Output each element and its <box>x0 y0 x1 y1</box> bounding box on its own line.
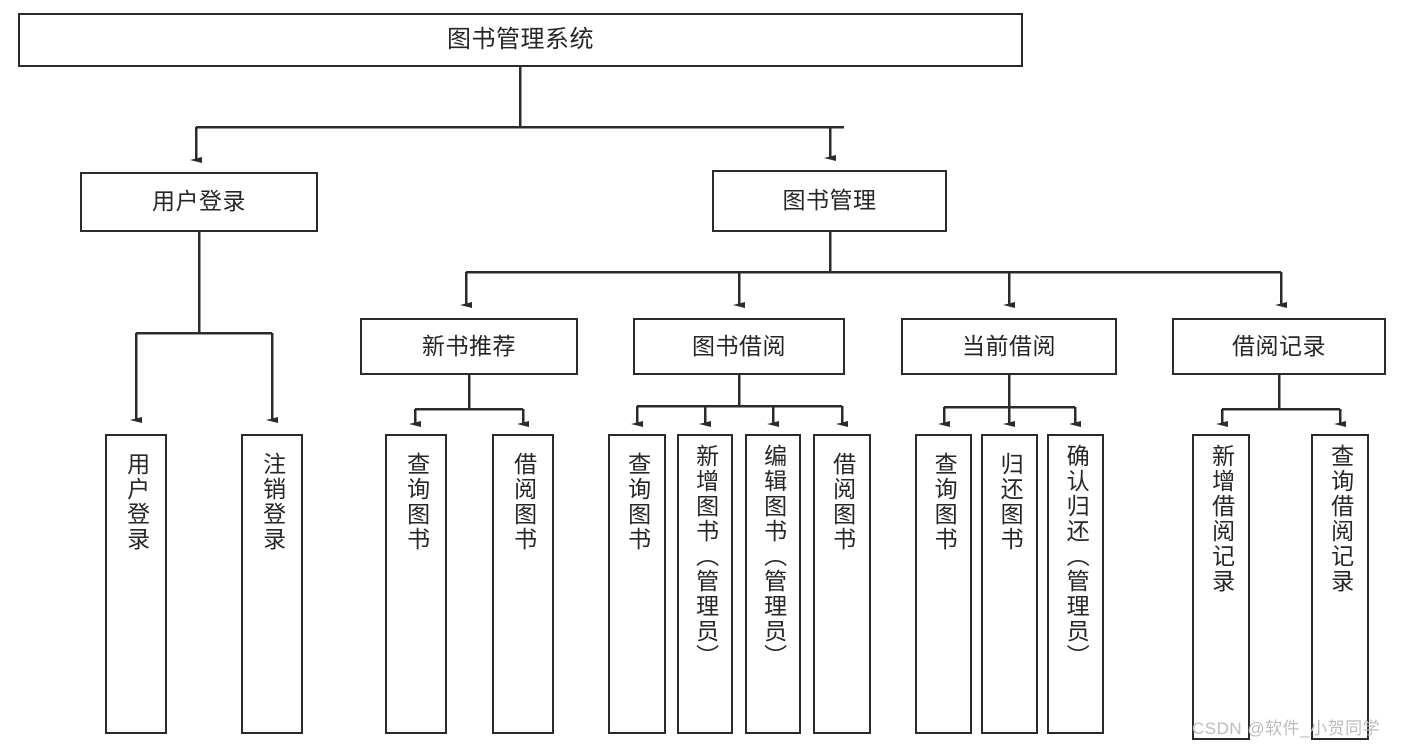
node-leaf-user-login-login-label: 用户登录 <box>123 452 150 552</box>
node-leaf-book-borrow-borrow-label: 借阅图书 <box>829 452 856 552</box>
node-root-system[interactable]: 图书管理系统 <box>18 13 1023 67</box>
node-leaf-new-book-query[interactable]: 查询图书 <box>385 434 447 734</box>
node-leaf-book-borrow-query-label: 查询图书 <box>624 452 651 552</box>
node-root-system-label: 图书管理系统 <box>447 25 594 53</box>
node-book-manage-label: 图书管理 <box>782 187 877 214</box>
node-new-book-recommend-label: 新书推荐 <box>422 332 516 359</box>
node-borrow-records[interactable]: 借阅记录 <box>1172 318 1386 375</box>
node-user-login-label: 用户登录 <box>152 188 246 215</box>
node-book-borrow[interactable]: 图书借阅 <box>633 318 845 375</box>
node-leaf-book-borrow-add-label: 新增图书（管理员） <box>692 444 719 669</box>
node-leaf-current-borrow-confirm[interactable]: 确认归还（管理员） <box>1047 434 1104 734</box>
node-leaf-book-borrow-query[interactable]: 查询图书 <box>608 434 666 734</box>
node-borrow-records-label: 借阅记录 <box>1232 332 1326 359</box>
node-leaf-user-login-logout-label: 注销登录 <box>259 452 286 552</box>
node-leaf-current-borrow-query-label: 查询图书 <box>931 452 958 552</box>
node-new-book-recommend[interactable]: 新书推荐 <box>360 318 578 375</box>
node-book-manage[interactable]: 图书管理 <box>712 170 947 232</box>
node-leaf-user-login-logout[interactable]: 注销登录 <box>241 434 303 734</box>
csdn-watermark: CSDN @软件_小贺同学 <box>1192 719 1381 738</box>
node-leaf-current-borrow-query[interactable]: 查询图书 <box>915 434 972 734</box>
node-book-borrow-label: 图书借阅 <box>692 332 786 359</box>
node-leaf-records-query-label: 查询借阅记录 <box>1327 444 1354 594</box>
node-leaf-book-borrow-borrow[interactable]: 借阅图书 <box>813 434 871 734</box>
node-user-login[interactable]: 用户登录 <box>80 172 318 232</box>
node-leaf-book-borrow-add[interactable]: 新增图书（管理员） <box>677 434 733 734</box>
node-leaf-current-borrow-confirm-label: 确认归还（管理员） <box>1063 444 1090 669</box>
node-leaf-new-book-borrow-label: 借阅图书 <box>510 452 537 552</box>
node-current-borrow[interactable]: 当前借阅 <box>901 318 1117 375</box>
node-leaf-user-login-login[interactable]: 用户登录 <box>105 434 167 734</box>
node-leaf-current-borrow-return[interactable]: 归还图书 <box>981 434 1038 734</box>
node-leaf-current-borrow-return-label: 归还图书 <box>997 452 1024 552</box>
node-leaf-records-add-label: 新增借阅记录 <box>1208 444 1235 594</box>
node-leaf-records-add[interactable]: 新增借阅记录 <box>1192 434 1250 740</box>
node-leaf-new-book-borrow[interactable]: 借阅图书 <box>492 434 554 734</box>
node-leaf-new-book-query-label: 查询图书 <box>403 452 430 552</box>
node-current-borrow-label: 当前借阅 <box>962 332 1056 359</box>
node-leaf-book-borrow-edit[interactable]: 编辑图书（管理员） <box>745 434 801 734</box>
node-leaf-records-query[interactable]: 查询借阅记录 <box>1311 434 1369 740</box>
node-leaf-book-borrow-edit-label: 编辑图书（管理员） <box>760 444 787 669</box>
